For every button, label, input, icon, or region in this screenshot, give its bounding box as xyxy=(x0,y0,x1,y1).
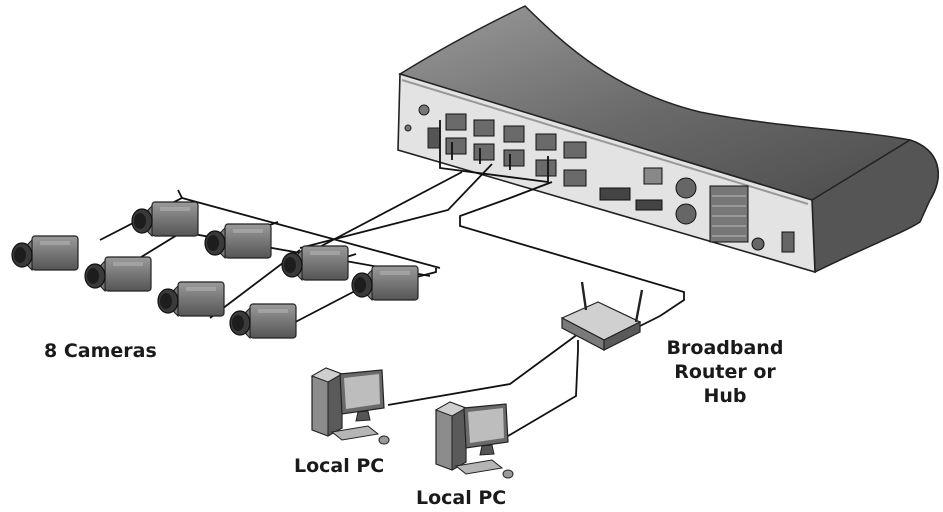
router-label: Broadband Router or Hub xyxy=(666,336,784,408)
router-icon xyxy=(562,282,642,350)
cameras-label: 8 Cameras xyxy=(44,340,157,362)
camera-1-icon xyxy=(12,236,78,270)
local-pc-2-icon xyxy=(436,402,513,478)
router-label-line-2: Router or xyxy=(666,360,784,384)
camera-4-icon xyxy=(205,224,271,258)
local-pc-2-label: Local PC xyxy=(416,487,506,509)
camera-2-icon xyxy=(132,202,198,236)
local-pc-1-icon xyxy=(312,368,389,444)
router-label-line-1: Broadband xyxy=(666,336,784,360)
local-pc-1-label: Local PC xyxy=(294,455,384,477)
camera-5-icon xyxy=(158,282,224,316)
camera-7-icon xyxy=(230,304,296,338)
router-label-line-3: Hub xyxy=(666,384,784,408)
camera-8-icon xyxy=(352,266,418,300)
cameras xyxy=(12,202,418,338)
camera-3-icon xyxy=(85,257,151,291)
